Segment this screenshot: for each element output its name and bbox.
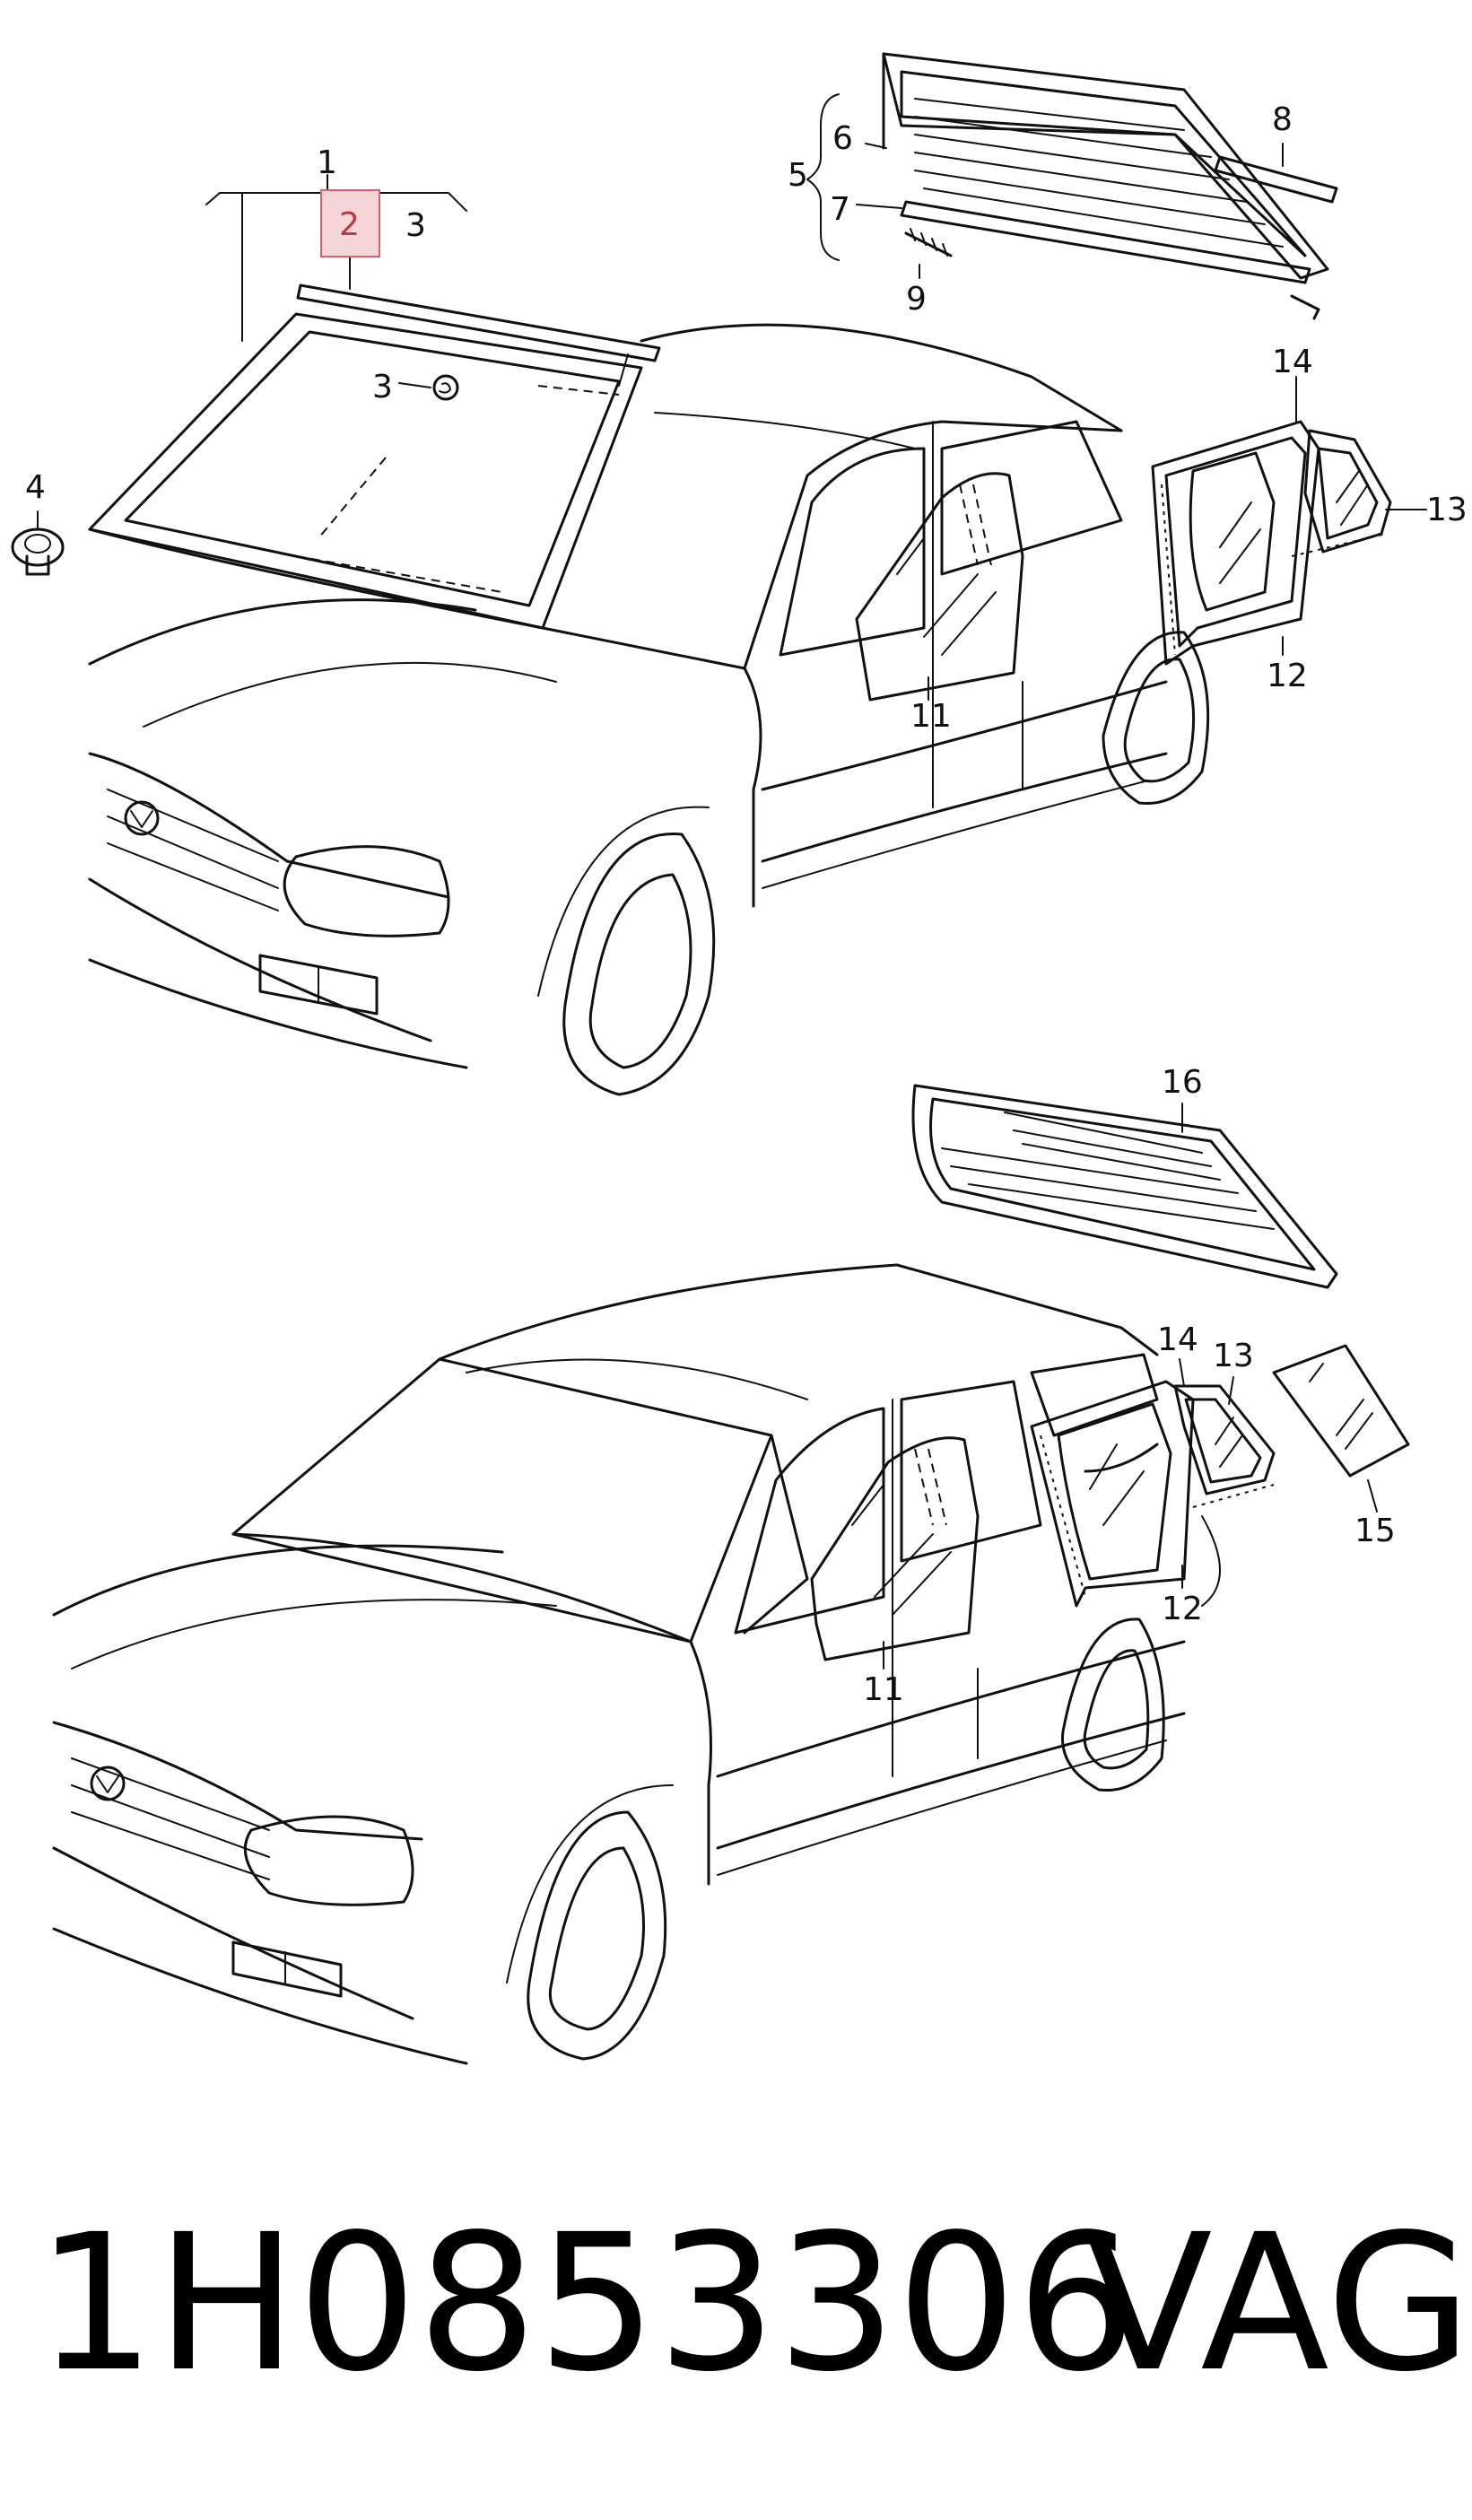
callout-8: 8: [1272, 101, 1293, 138]
callout-6: 6: [832, 120, 853, 157]
callout-1: 1: [317, 144, 337, 181]
callout-5: 5: [788, 157, 808, 194]
callout-13-bottom: 13: [1213, 1338, 1254, 1374]
bottom-car-drawing: [52, 1084, 1410, 2065]
callout-15: 15: [1354, 1513, 1396, 1549]
callout-4: 4: [25, 469, 46, 506]
callout-3-windshield: 3: [372, 369, 393, 405]
callout-12-bottom: 12: [1162, 1591, 1203, 1627]
callout-11-top: 11: [910, 698, 952, 735]
brand-name: VAG: [1084, 2193, 1472, 2413]
callout-7: 7: [830, 191, 850, 228]
part-number: 1H0853306: [36, 2193, 1137, 2413]
callout-13-top: 13: [1426, 492, 1468, 528]
callout-14-bottom: 14: [1157, 1321, 1198, 1358]
callout-labels: 1 2 3 3 4 5 6 7 8 9 14 13 12 11 16 14 13…: [25, 101, 1468, 1708]
callout-12-top: 12: [1267, 658, 1308, 694]
top-car-drawing: [11, 52, 1392, 1096]
callout-11-bottom: 11: [863, 1671, 904, 1708]
callout-9: 9: [906, 281, 927, 318]
top-leaders: [37, 143, 1427, 701]
bottom-leaders: [883, 1103, 1378, 1670]
callout-3-top: 3: [405, 207, 426, 244]
callout-16: 16: [1162, 1064, 1203, 1101]
callout-14-top: 14: [1272, 344, 1313, 380]
highlight-box: [320, 189, 380, 257]
callout-2: 2: [339, 206, 360, 243]
